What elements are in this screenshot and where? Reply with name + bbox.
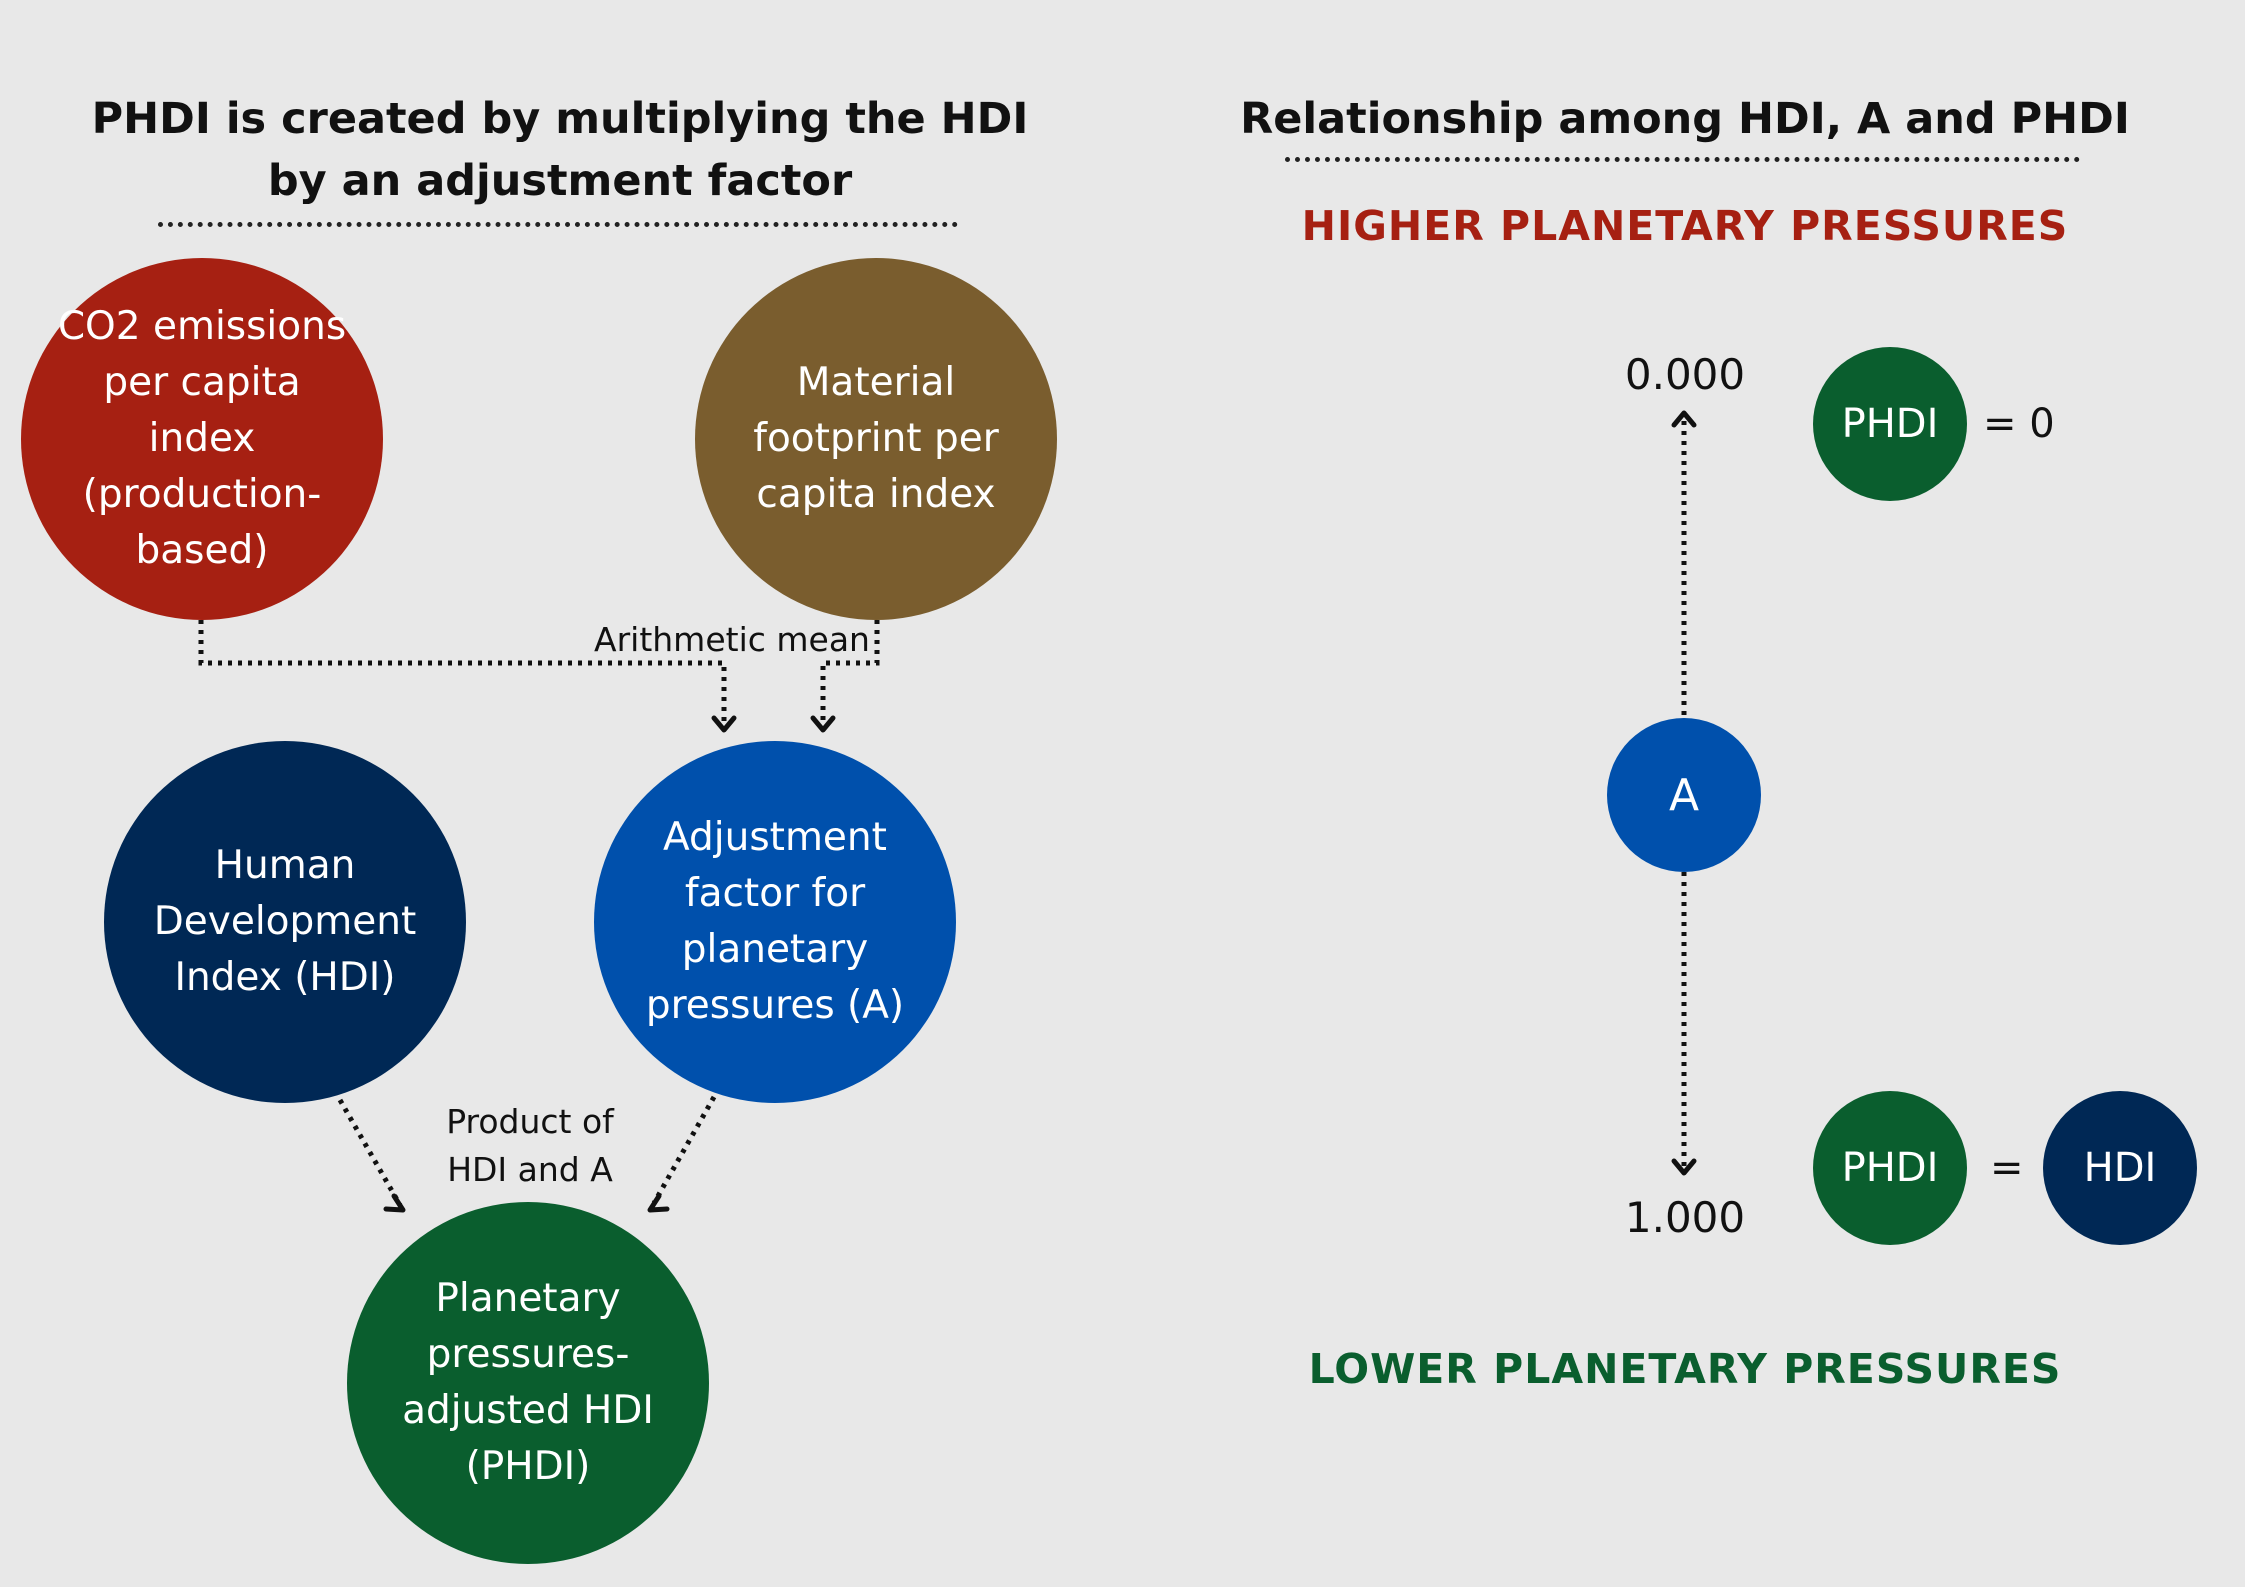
left-title-line1: PHDI is created by multiplying the HDI — [91, 94, 1029, 144]
left-title: PHDI is created by multiplying the HDI b… — [60, 88, 1060, 212]
adjustment-factor-circle: Adjustment factor for planetary pressure… — [594, 741, 956, 1103]
arrowhead-top — [1671, 410, 1697, 428]
material-footprint-circle: Material footprint per capita index — [695, 258, 1057, 620]
product-label: Product of HDI and A — [446, 1102, 614, 1189]
material-to-adjustment-arrow — [820, 620, 880, 725]
left-title-underline — [158, 222, 958, 227]
hdi-to-phdi-arrow — [337, 1098, 403, 1207]
arrowhead-bottom — [1671, 1158, 1697, 1176]
lower-pressures-label: LOWER PLANETARY PRESSURES — [1308, 1345, 2062, 1393]
higher-pressures-label: HIGHER PLANETARY PRESSURES — [1301, 202, 2069, 250]
arithmetic-mean-label: Arithmetic mean — [594, 620, 870, 659]
arrowhead-co2 — [711, 715, 737, 733]
left-title-line2: by an adjustment factor — [267, 156, 853, 206]
phdi-circle: Planetary pressures- adjusted HDI (PHDI) — [347, 1202, 709, 1564]
hdi-circle: Human Development Index (HDI) — [104, 741, 466, 1103]
equals-sign: = — [1990, 1145, 2024, 1191]
co2-emissions-circle: CO2 emissions per capita index (producti… — [21, 258, 383, 620]
a-circle: A — [1607, 718, 1761, 872]
arrowhead-adjustment — [647, 1193, 670, 1213]
top-value: 0.000 — [1624, 350, 1746, 399]
phdi-top-circle: PHDI — [1813, 347, 1967, 501]
right-title: Relationship among HDI, A and PHDI — [1240, 94, 2130, 144]
equals-zero-text: = 0 — [1983, 401, 2055, 447]
arrowhead-hdi — [383, 1193, 406, 1213]
bottom-value: 1.000 — [1624, 1193, 1746, 1242]
phdi-bottom-circle: PHDI — [1813, 1091, 1967, 1245]
right-title-underline — [1285, 157, 2080, 162]
hdi-bottom-circle: HDI — [2043, 1091, 2197, 1245]
adjustment-to-phdi-arrow — [651, 1095, 717, 1205]
arrowhead-material — [810, 715, 836, 733]
co2-to-adjustment-arrow — [198, 620, 727, 725]
